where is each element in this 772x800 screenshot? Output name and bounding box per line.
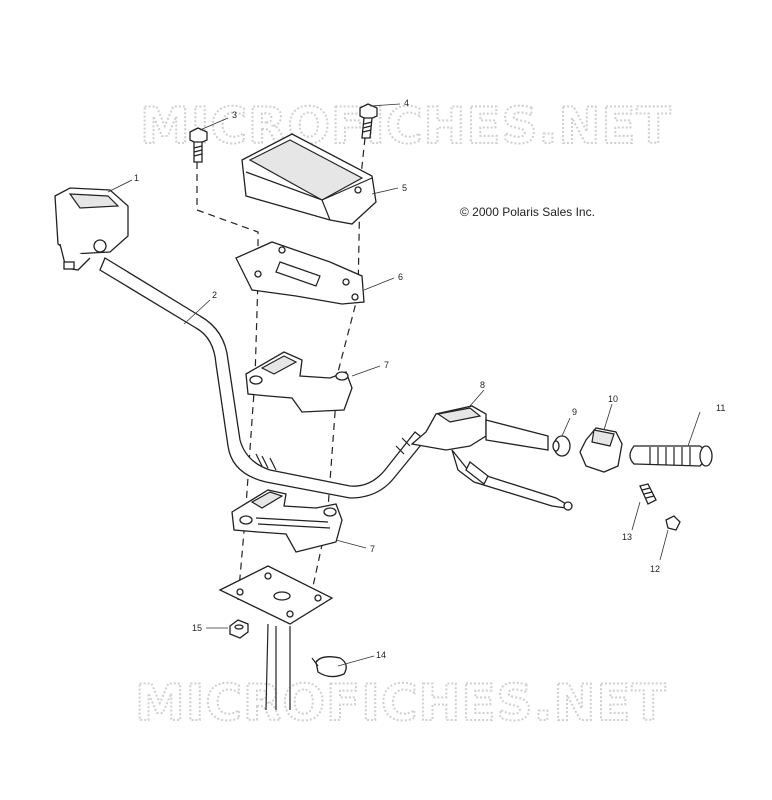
part-13-screw xyxy=(639,483,657,505)
part-1-switch-housing xyxy=(54,187,129,271)
part-12-cap xyxy=(665,515,681,531)
part-8-brake-master-cylinder xyxy=(410,405,573,511)
part-9-spacer xyxy=(552,435,571,457)
part-6-plate xyxy=(235,241,365,305)
callout-12: 12 xyxy=(650,564,660,574)
callout-1: 1 xyxy=(134,173,139,183)
callout-7-upper: 7 xyxy=(384,360,389,370)
part-7-upper-clamp xyxy=(245,351,353,413)
part-10-throttle-housing xyxy=(579,427,623,473)
callout-7-lower: 7 xyxy=(370,544,375,554)
part-5-handlebar-cover xyxy=(241,133,377,225)
callout-13: 13 xyxy=(622,532,632,542)
callout-2: 2 xyxy=(212,290,217,300)
callout-3: 3 xyxy=(232,110,237,120)
watermark-top: MICROFICHES.NET xyxy=(140,97,672,155)
part-4-bolt xyxy=(359,103,378,139)
leader-lines xyxy=(107,103,701,667)
callout-6: 6 xyxy=(398,272,403,282)
watermark-bottom: MICROFICHES.NET xyxy=(135,674,667,732)
callout-5: 5 xyxy=(402,183,407,193)
callout-10: 10 xyxy=(608,394,618,404)
part-15-nut xyxy=(229,619,249,639)
callout-14: 14 xyxy=(376,650,386,660)
callout-15: 15 xyxy=(192,623,202,633)
steering-post-plate xyxy=(218,565,334,711)
callout-8: 8 xyxy=(480,380,485,390)
part-14-clip xyxy=(311,656,347,678)
part-11-grip xyxy=(629,445,713,467)
callout-4: 4 xyxy=(404,98,409,108)
part-3-bolt xyxy=(189,127,208,163)
copyright-text: © 2000 Polaris Sales Inc. xyxy=(460,205,595,219)
callout-11: 11 xyxy=(716,403,725,413)
callout-labels: 1 2 3 4 5 6 7 7 8 9 10 11 12 13 14 15 xyxy=(134,98,725,660)
part-7-lower-clamp xyxy=(231,489,343,553)
callout-9: 9 xyxy=(572,407,577,417)
